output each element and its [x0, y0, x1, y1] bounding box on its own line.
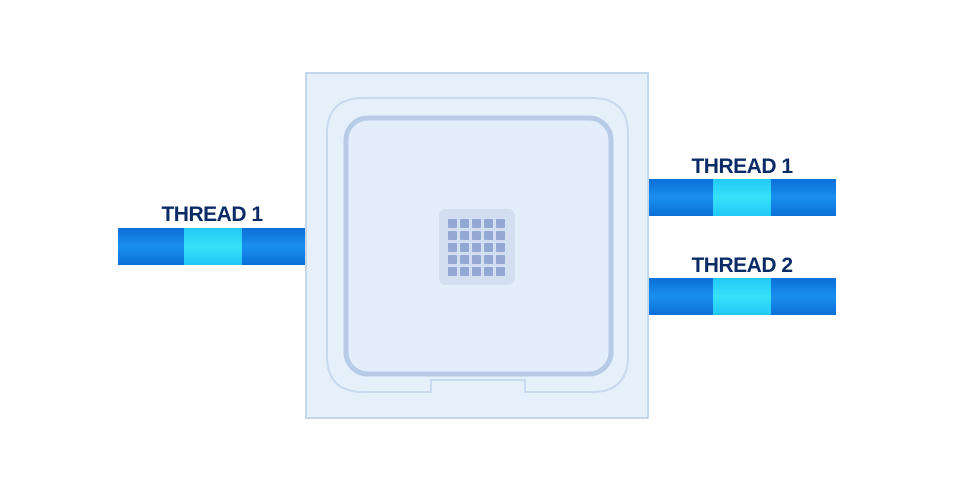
cpu-die-cell — [496, 255, 505, 264]
cpu-die-cell — [484, 255, 493, 264]
cpu-die-cell — [484, 267, 493, 276]
cpu-die-cell — [484, 243, 493, 252]
cpu-die-cell — [460, 231, 469, 240]
output-thread-1-label: THREAD 1 — [691, 155, 793, 178]
cpu-die-cell — [448, 219, 457, 228]
cpu-die-cell — [496, 243, 505, 252]
output-thread-1-highlight — [713, 179, 771, 216]
cpu-die-cell — [460, 267, 469, 276]
input-thread-label: THREAD 1 — [161, 203, 263, 226]
cpu-die-cell — [472, 255, 481, 264]
input-thread: THREAD 1 — [118, 203, 306, 265]
cpu-die-cell — [472, 267, 481, 276]
output-thread-2: THREAD 2 — [648, 254, 836, 315]
output-thread-2-label: THREAD 2 — [691, 254, 792, 277]
cpu-die-cell — [496, 267, 505, 276]
cpu-die-cell — [448, 267, 457, 276]
input-thread-highlight — [184, 228, 242, 265]
cpu-die-cell — [460, 219, 469, 228]
cpu-chip-outer-frame — [326, 97, 629, 393]
cpu-die-cell — [460, 255, 469, 264]
output-thread-2-highlight — [713, 278, 771, 315]
cpu-die-cell — [448, 243, 457, 252]
cpu-die-cell — [484, 231, 493, 240]
cpu-die-cell — [472, 219, 481, 228]
cpu-die-grid — [448, 219, 505, 276]
cpu-chip — [305, 72, 649, 419]
cpu-die-cell — [448, 231, 457, 240]
cpu-die-cell — [496, 231, 505, 240]
cpu-die-cell — [472, 243, 481, 252]
output-thread-1: THREAD 1 — [648, 155, 836, 216]
cpu-die-cell — [448, 255, 457, 264]
cpu-die-cell — [460, 243, 469, 252]
cpu-die-cell — [472, 231, 481, 240]
cpu-die-cell — [496, 219, 505, 228]
cpu-die-cell — [484, 219, 493, 228]
